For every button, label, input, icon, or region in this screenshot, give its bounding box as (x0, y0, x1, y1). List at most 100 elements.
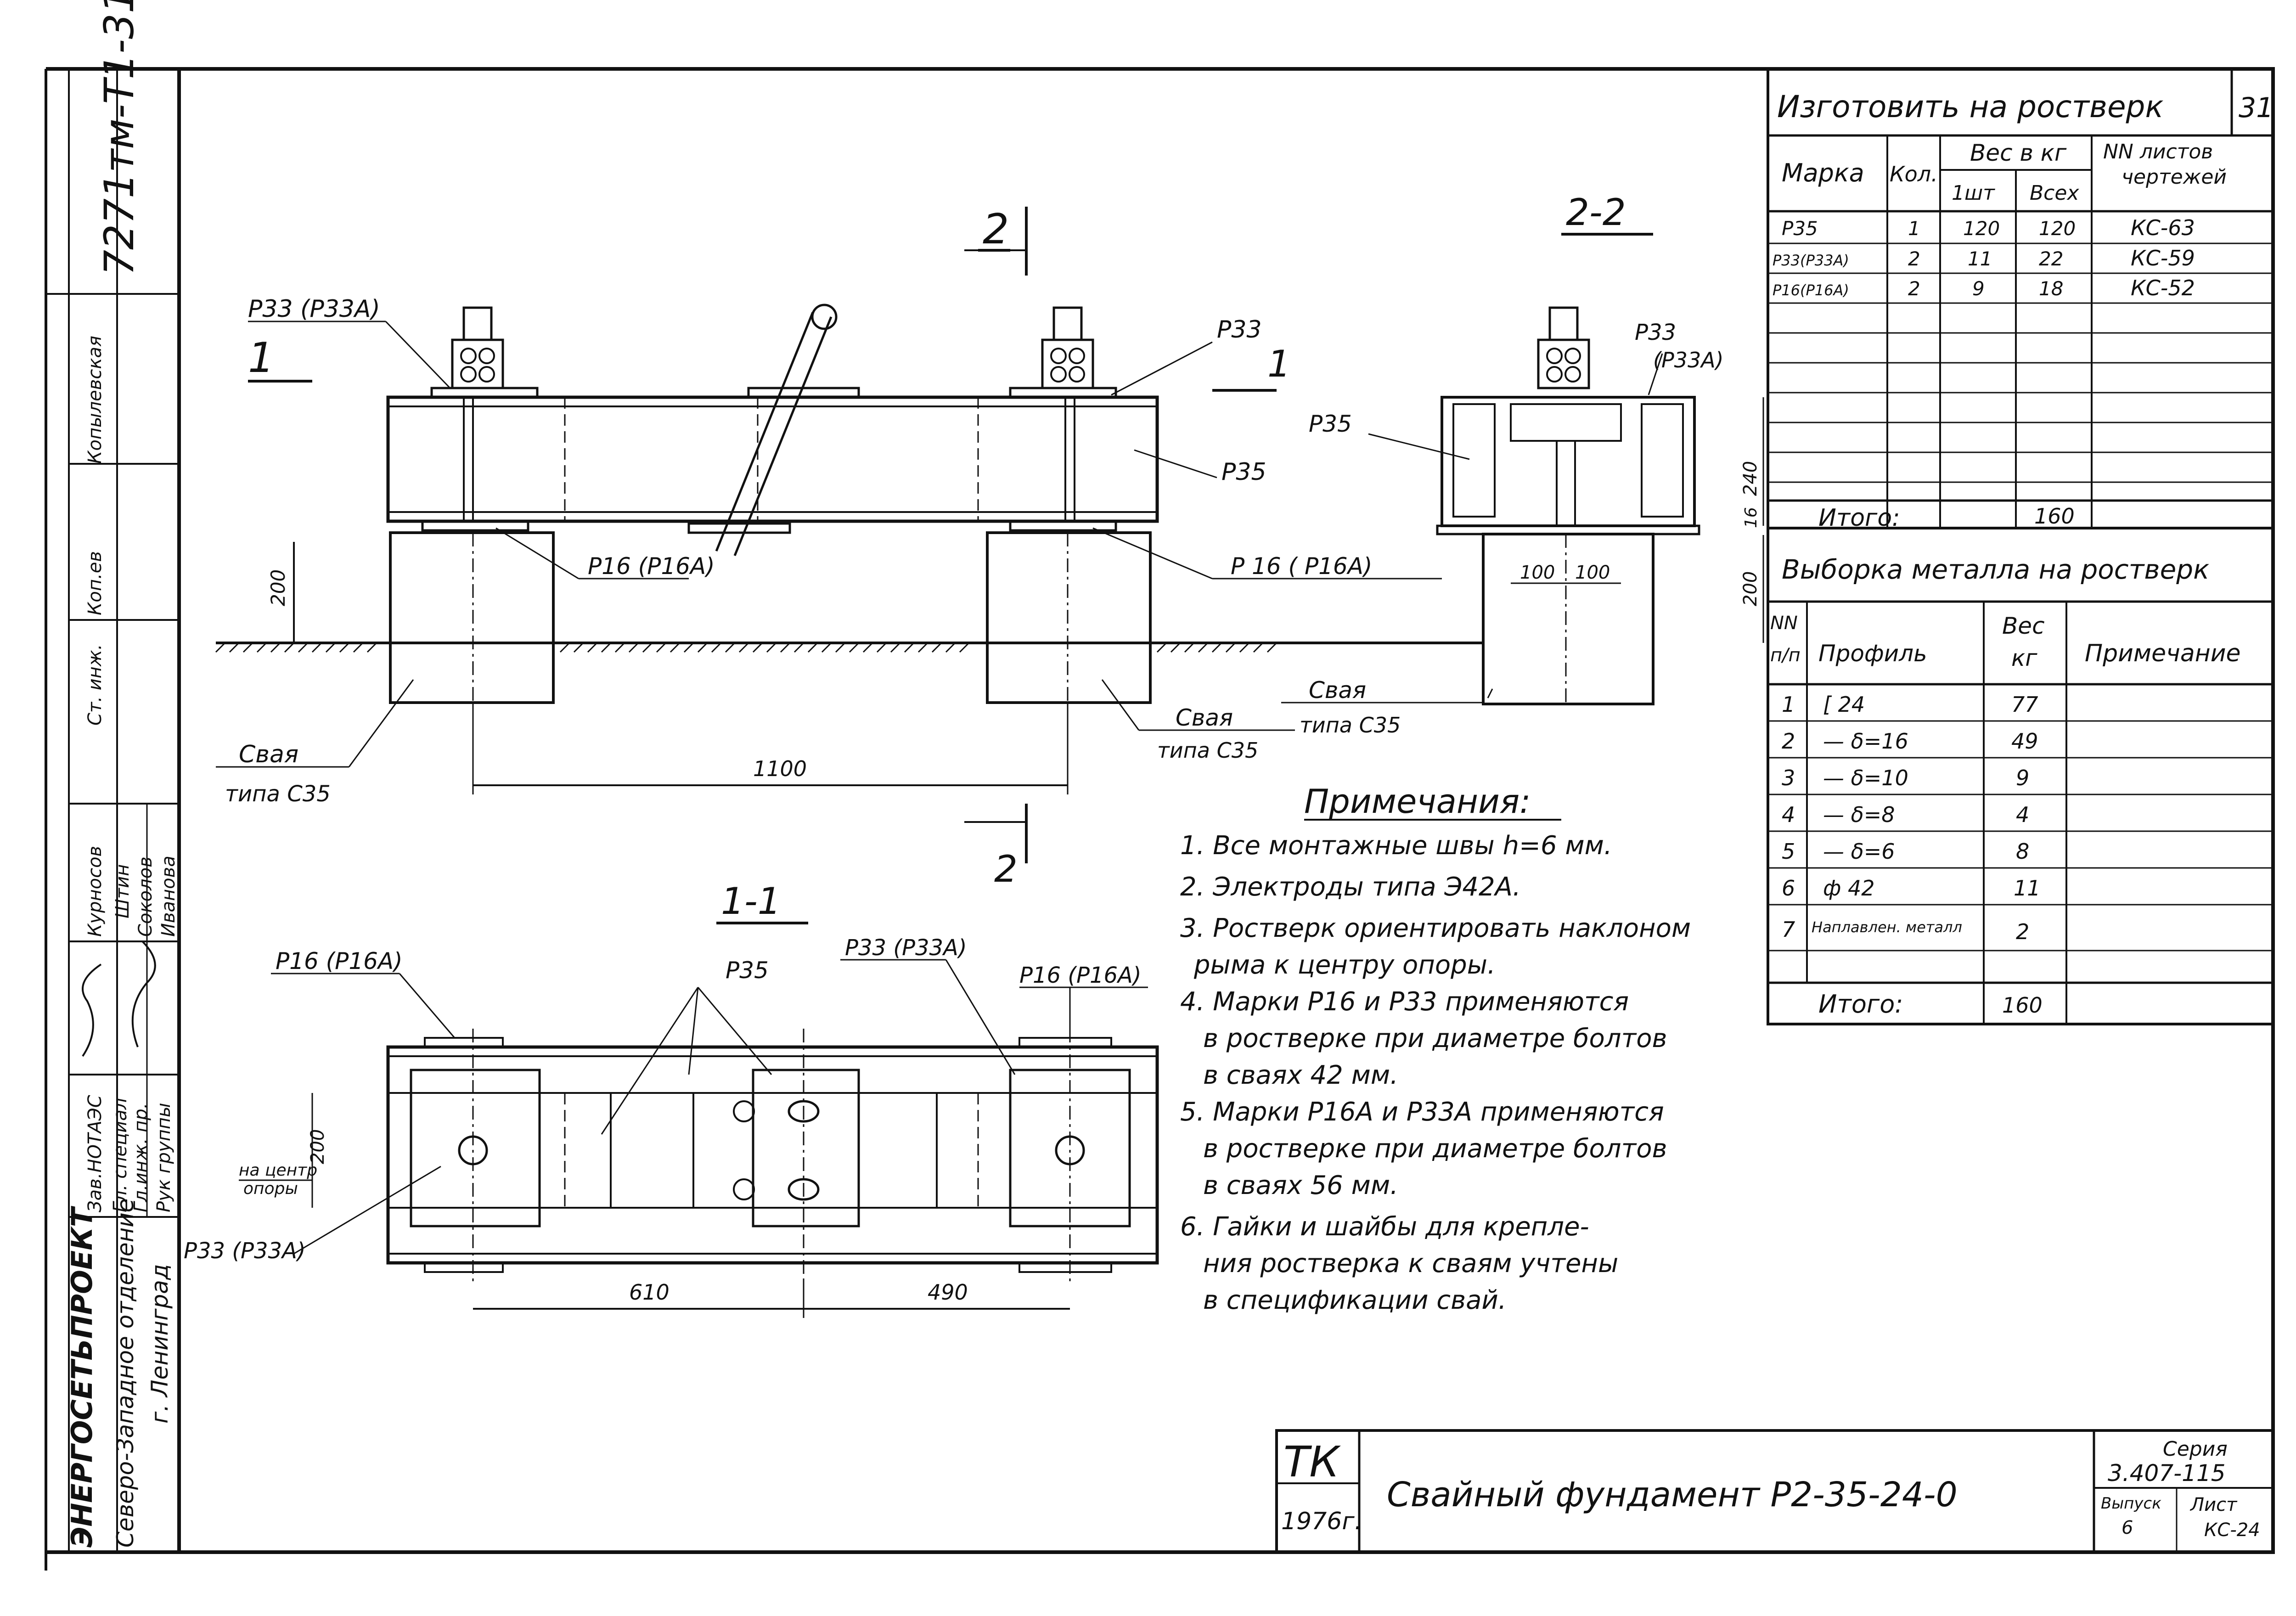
sig-role-3: Рук группы (153, 1103, 174, 1212)
metal-h-note: Примечание (2085, 640, 2241, 667)
mfg-h-mark: Марка (1782, 158, 1864, 187)
metal-r5-weight: 8 (2016, 839, 2029, 864)
sig-name-6: Коп.ев (84, 551, 106, 615)
signature-scribble-2 (131, 940, 156, 1047)
metal-r1-num: 1 (1782, 692, 1795, 717)
bolt-left (451, 306, 504, 389)
note-4: рыма к центру опоры. (1193, 950, 1496, 980)
mfg-h-weight: Вес в кг (1970, 140, 2067, 166)
mfg-r1-sheet: КС-63 (2131, 215, 2195, 240)
tb-sheet: КС-24 (2204, 1520, 2260, 1541)
metal-r3-weight: 9 (2016, 766, 2029, 790)
sig-role-1: Гл. специал (110, 1098, 131, 1212)
note-11: 6. Гайки и шайбы для крепле- (1180, 1212, 1589, 1242)
metal-table: Выборка металла на ростверк NN п/п Профи… (1767, 527, 2274, 1025)
metal-total: 160 (2002, 993, 2043, 1018)
dim-200-section: 200 (1740, 571, 1761, 606)
dim-610: 610 (629, 1280, 670, 1305)
mfg-r3-wall: 18 (2039, 277, 2063, 300)
dim-16: 16 (1742, 507, 1761, 528)
note-2: 2. Электроды типа Э42А. (1180, 872, 1521, 902)
mfg-r3-sheet: КС-52 (2131, 276, 2195, 300)
mfg-r3-w1: 9 (1972, 277, 1985, 300)
main-elevation-view: 2 1 1 (215, 205, 1483, 890)
note-8: 5. Марки Р16А и Р33А применяются (1180, 1097, 1664, 1127)
metal-r5-num: 5 (1782, 839, 1795, 864)
label-pile-type-left: типа С35 (225, 781, 331, 807)
mfg-total: 160 (2034, 504, 2075, 529)
label-pile-section: Свая (1309, 677, 1366, 704)
label-p35-section: Р35 (1309, 411, 1352, 437)
mfg-r1-wall: 120 (2039, 217, 2076, 240)
note-1: 1. Все монтажные швы h=6 мм. (1180, 831, 1612, 861)
section-2-2-title: 2-2 (1566, 191, 1626, 234)
metal-r5-profile: — δ=6 (1823, 839, 1895, 864)
pile-section (1482, 533, 1654, 705)
tb-issue: 6 (2122, 1517, 2133, 1538)
mfg-title: Изготовить на ростверк (1777, 89, 2163, 124)
bolt-section (1537, 306, 1590, 389)
mfg-h-sheets2: чертежей (2122, 165, 2227, 189)
org-dept: Северо-Западное отделение (112, 1198, 139, 1548)
label-p16-right: Р 16 ( Р16А) (1231, 553, 1372, 580)
mfg-h-wall: Всех (2030, 181, 2079, 205)
dim-1100: 1100 (753, 756, 807, 781)
label-to-center: на центр (239, 1161, 317, 1180)
bottom-plate-left (421, 520, 529, 532)
tb-series: 3.407-115 (2108, 1460, 2226, 1486)
title-block: ТК 1976г. Свайный фундамент Р2-35-24-0 С… (1275, 1429, 2274, 1554)
plan-1-1-title: 1-1 (721, 880, 781, 923)
bottom-plate-right (1009, 520, 1117, 532)
metal-r4-profile: — δ=8 (1823, 802, 1895, 827)
sig-name-1: Курносов (84, 846, 106, 937)
section-mark-bottom: 2 (994, 848, 1018, 890)
label-to-center-2: опоры (243, 1179, 298, 1198)
label-p35-plan: Р35 (726, 957, 769, 984)
mfg-r1-qty: 1 (1908, 217, 1920, 240)
mfg-r3-qty: 2 (1908, 277, 1920, 300)
org-city: г. Ленинград (146, 1264, 173, 1424)
sig-role-0: Зав.НОТАЭС (84, 1095, 106, 1212)
metal-h-unit: кг (2011, 645, 2037, 671)
dim-100-b: 100 (1575, 562, 1610, 583)
tb-year: 1976г. (1281, 1508, 1362, 1535)
mfg-h-sheets: NN листов (2103, 140, 2213, 163)
tb-sheet-label: Лист (2189, 1494, 2238, 1515)
notes-block: Примечания: 1. Все монтажные швы h=6 мм.… (1180, 782, 1691, 1315)
metal-r7-num: 7 (1782, 917, 1795, 942)
notes-title: Примечания: (1304, 782, 1531, 821)
label-pile-left: Свая (239, 741, 298, 768)
label-p33-right: Р33 (1217, 316, 1262, 343)
note-7: в сваях 42 мм. (1203, 1060, 1398, 1090)
note-13: в спецификации свай. (1203, 1285, 1507, 1315)
note-3: 3. Ростверк ориентировать наклоном (1180, 913, 1691, 943)
metal-r6-num: 6 (1782, 876, 1795, 901)
metal-r6-profile: ф 42 (1823, 876, 1874, 901)
note-10: в сваях 56 мм. (1203, 1171, 1398, 1200)
label-p16-plan-right: Р16 (Р16А) (1019, 963, 1142, 988)
mfg-r2-wall: 22 (2039, 248, 2063, 270)
label-p33a-section: (Р33А) (1653, 348, 1724, 372)
tb-series-label: Серия (2163, 1437, 2228, 1461)
sig-name-3: Соколов (135, 856, 156, 937)
metal-r7-profile: Наплавлен. металл (1812, 918, 1962, 936)
bolt-right (1041, 306, 1094, 389)
dim-490: 490 (928, 1280, 968, 1305)
dim-200-plan: 200 (307, 1129, 328, 1164)
section-mark-left: 1 (248, 334, 274, 382)
label-p33-plan: Р33 (Р33А) (845, 935, 967, 961)
mfg-r2-qty: 2 (1908, 248, 1920, 270)
note-12: ния ростверка к сваям учтены (1203, 1249, 1618, 1278)
mfg-table: Изготовить на ростверк 31 Марка Кол. Вес… (1767, 68, 2274, 532)
metal-r2-num: 2 (1782, 729, 1795, 754)
note-9: в ростверке при диаметре болтов (1203, 1134, 1667, 1164)
metal-r3-num: 3 (1782, 766, 1795, 790)
metal-r1-weight: 77 (2011, 692, 2038, 717)
metal-r7-weight: 2 (2016, 919, 2029, 944)
mfg-r1-w1: 120 (1963, 217, 2000, 240)
metal-r2-profile: — δ=16 (1823, 729, 1908, 754)
sig-role-2: Гл.инж. пр. (130, 1103, 152, 1212)
metal-r4-weight: 4 (2016, 802, 2029, 827)
lifting-rod (687, 304, 838, 556)
